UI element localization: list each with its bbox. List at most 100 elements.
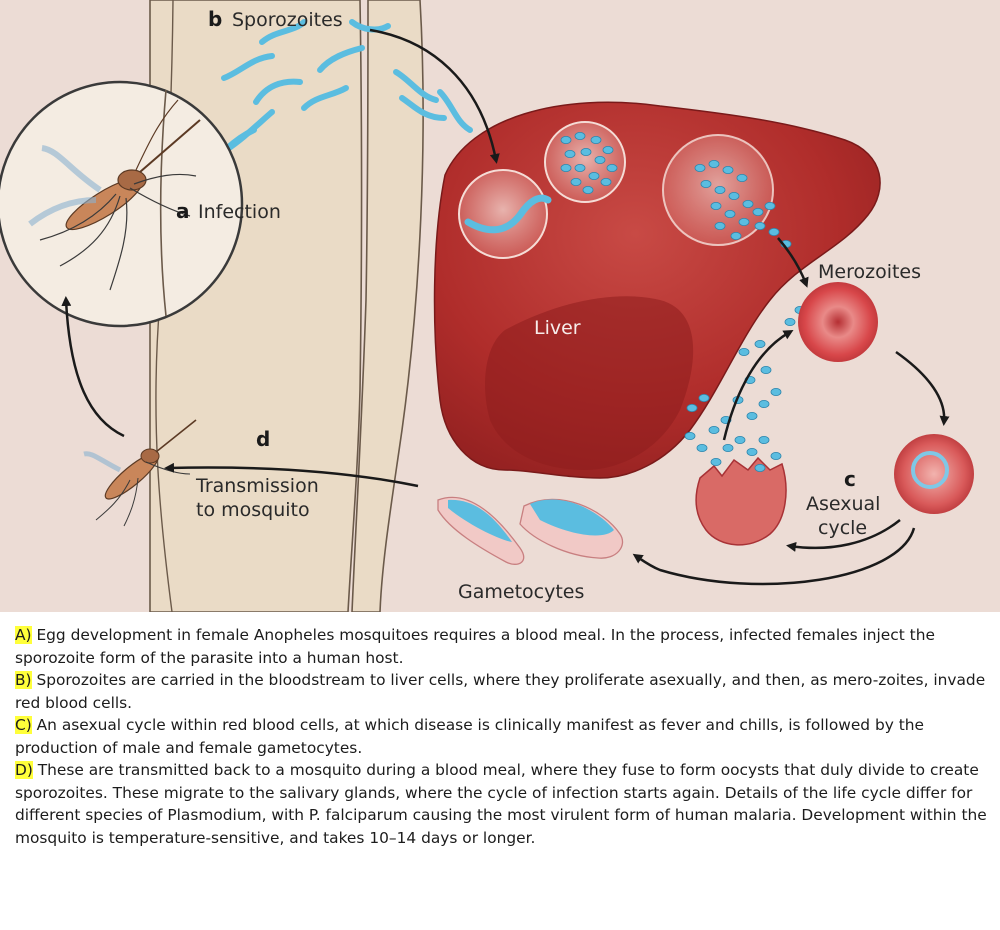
merozoite <box>722 165 734 174</box>
infected-red-blood-cell <box>894 434 974 514</box>
merozoite <box>602 145 614 154</box>
merozoite-cluster-schizont <box>560 131 618 194</box>
merozoite <box>746 411 758 420</box>
transmission-letter: d <box>256 427 270 451</box>
merozoite <box>784 317 796 326</box>
merozoite <box>686 403 698 412</box>
merozoite <box>574 163 586 172</box>
caption-text-c: An asexual cycle within red blood cells,… <box>15 716 924 757</box>
merozoite <box>708 425 720 434</box>
merozoite <box>746 447 758 456</box>
merozoite <box>754 339 766 348</box>
merozoite <box>714 221 726 230</box>
merozoite <box>770 451 782 460</box>
merozoite <box>700 179 712 188</box>
merozoite <box>698 393 710 402</box>
merozoite <box>594 155 606 164</box>
caption-paragraph-b: B) Sporozoites are carried in the bloods… <box>15 669 987 714</box>
merozoite <box>754 463 766 472</box>
merozoite <box>768 227 780 236</box>
arrow-cycle-to-gametocytes <box>632 527 916 586</box>
leg-right <box>351 0 424 612</box>
merozoite <box>600 177 612 186</box>
red-blood-cell <box>798 282 878 362</box>
merozoite <box>606 163 618 172</box>
caption-marker-b: B) <box>15 671 32 689</box>
merozoite <box>754 221 766 230</box>
merozoite <box>710 457 722 466</box>
mosquito-transmission-icon <box>83 419 197 527</box>
ruptured-red-blood-cell <box>695 456 787 546</box>
merozoite <box>710 201 722 210</box>
merozoite <box>708 159 720 168</box>
caption-marker-d: D) <box>15 761 33 779</box>
figure-caption: A) Egg development in female Anopheles m… <box>15 624 987 849</box>
transmission-label-line2: to mosquito <box>196 499 310 521</box>
arrow-liver-to-merozoites <box>777 237 809 288</box>
gametocytes-label: Gametocytes <box>458 581 584 603</box>
merozoite <box>752 207 764 216</box>
merozoite <box>758 399 770 408</box>
merozoite <box>590 135 602 144</box>
merozoite-release-burst <box>684 339 782 472</box>
arrow-sporozoites-to-liver <box>369 28 500 164</box>
merozoite <box>728 191 740 200</box>
life-cycle-diagram: b Sporozoites a Infection Liver Merozoit… <box>0 0 1000 612</box>
merozoite <box>574 131 586 140</box>
caption-paragraph-a: A) Egg development in female Anopheles m… <box>15 624 987 669</box>
asexual-cycle-label-line2: cycle <box>818 517 867 539</box>
merozoite <box>696 443 708 452</box>
sporozoites-label: Sporozoites <box>232 9 343 31</box>
mosquito-feeding-icon <box>28 99 201 291</box>
arrow-ruptured-to-rbc <box>722 330 794 441</box>
caption-text-b: Sporozoites are carried in the bloodstre… <box>15 671 986 712</box>
merozoite <box>694 163 706 172</box>
arrow-infected-to-ruptured <box>786 519 901 552</box>
merozoite <box>684 431 696 440</box>
caption-paragraph-d: D) These are transmitted back to a mosqu… <box>15 759 987 849</box>
caption-marker-a: A) <box>15 626 32 644</box>
gametocyte-right <box>519 498 624 559</box>
asexual-cycle-label-line1: Asexual <box>806 493 880 515</box>
caption-paragraph-c: C) An asexual cycle within red blood cel… <box>15 714 987 759</box>
liver-cell-sporozoite <box>458 169 548 259</box>
merozoites-label: Merozoites <box>818 261 921 283</box>
merozoite <box>758 435 770 444</box>
merozoite <box>730 231 742 240</box>
sporozoite-group <box>197 19 473 183</box>
caption-text-a: Egg development in female Anopheles mosq… <box>15 626 935 667</box>
liver-lobe-shadow <box>485 296 694 470</box>
asexual-cycle-letter: c <box>844 467 856 491</box>
merozoite <box>736 173 748 182</box>
merozoite <box>738 217 750 226</box>
merozoite <box>770 387 782 396</box>
merozoite <box>734 435 746 444</box>
inset-skin-line <box>159 89 167 317</box>
merozoite <box>760 365 772 374</box>
arrow-rbc-to-infected <box>895 350 950 426</box>
merozoite <box>724 209 736 218</box>
merozoite <box>582 185 594 194</box>
merozoite <box>570 177 582 186</box>
merozoite <box>560 135 572 144</box>
merozoite <box>588 171 600 180</box>
merozoite <box>764 201 776 210</box>
arrow-gametocytes-to-mosquito <box>164 462 419 488</box>
caption-marker-c: C) <box>15 716 32 734</box>
merozoite-cluster-release <box>694 159 792 248</box>
gametocyte-left <box>437 496 525 565</box>
sporozoites-letter: b <box>208 7 222 31</box>
merozoite <box>722 443 734 452</box>
merozoite <box>738 347 750 356</box>
ring-stage-parasite <box>911 451 949 489</box>
merozoite <box>742 199 754 208</box>
merozoite <box>714 185 726 194</box>
merozoite <box>580 147 592 156</box>
transmission-label-line1: Transmission <box>195 475 319 497</box>
arrow-mosquito-to-infection <box>61 296 125 438</box>
caption-text-d: These are transmitted back to a mosquito… <box>15 761 987 847</box>
infection-label: Infection <box>198 201 281 223</box>
liver-label: Liver <box>534 317 581 339</box>
infection-letter: a <box>176 199 190 223</box>
